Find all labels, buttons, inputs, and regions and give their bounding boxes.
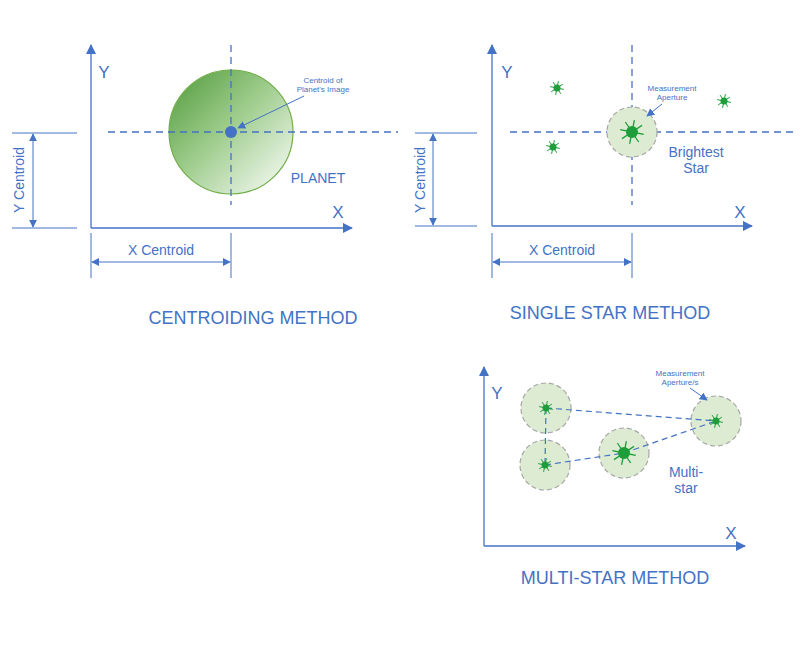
dimension-arrow <box>433 134 434 225</box>
star-core <box>626 126 638 138</box>
method-title: CENTROIDING METHOD <box>149 308 358 329</box>
axis-label: Y <box>98 63 109 83</box>
dimension-arrow <box>493 262 631 263</box>
y-axis <box>483 367 484 546</box>
star <box>709 414 723 428</box>
star <box>539 401 553 415</box>
planet-disc <box>169 70 293 194</box>
centroid-guide <box>108 131 398 132</box>
star-link <box>546 408 716 421</box>
star-core <box>543 405 550 412</box>
axis-label: X <box>332 203 343 223</box>
centroid-dot <box>225 126 237 138</box>
leader-line <box>238 96 304 128</box>
star <box>546 140 560 154</box>
object-label: Brightest Star <box>661 144 731 176</box>
callout-label: Measurement Aperture/s <box>649 369 711 387</box>
y-axis <box>90 45 91 228</box>
measurement-aperture <box>520 440 570 490</box>
star-link <box>545 408 546 465</box>
axis-label: X <box>734 203 745 223</box>
dimension-tick <box>632 233 633 278</box>
callout-label: Measurement Aperture <box>644 84 700 102</box>
object-label: PLANET <box>291 170 345 186</box>
dimension-tick <box>415 133 477 134</box>
x-axis <box>492 225 752 226</box>
leader-line <box>690 388 707 400</box>
measurement-aperture <box>691 396 741 446</box>
object-label: Multi-star <box>662 464 710 496</box>
measurement-aperture <box>599 428 649 478</box>
dimension-tick <box>12 133 77 134</box>
x-axis <box>91 227 352 228</box>
star-core <box>721 98 728 105</box>
y-axis <box>491 45 492 226</box>
dimension-arrow <box>33 134 34 227</box>
dimension-tick <box>415 226 477 227</box>
star <box>538 458 552 472</box>
dimension-tick <box>231 233 232 278</box>
star-core <box>554 85 561 92</box>
star-core <box>542 462 549 469</box>
dimension-tick <box>492 233 493 278</box>
dimension-label: Y Centroid <box>11 147 27 213</box>
star-core <box>618 447 630 459</box>
dimension-label: X Centroid <box>128 242 194 258</box>
star-link <box>624 421 716 453</box>
dimension-label: Y Centroid <box>412 147 428 213</box>
axis-label: Y <box>501 63 512 83</box>
star-core <box>713 418 720 425</box>
dimension-tick <box>91 233 92 278</box>
axis-label: Y <box>491 384 502 404</box>
star-link <box>545 453 624 465</box>
method-title: MULTI-STAR METHOD <box>521 568 709 589</box>
dimension-arrow <box>92 262 230 263</box>
dimension-label: X Centroid <box>529 242 595 258</box>
centroid-guide <box>230 45 231 205</box>
callout-label: Centroid of Planet's Image <box>292 76 354 94</box>
star-core <box>550 144 557 151</box>
axis-label: X <box>725 524 736 544</box>
dimension-tick <box>12 228 77 229</box>
star <box>550 81 564 95</box>
star <box>620 120 644 144</box>
star <box>717 94 731 108</box>
leader-line <box>647 104 662 116</box>
x-axis <box>484 545 745 546</box>
method-title: SINGLE STAR METHOD <box>510 303 711 324</box>
star <box>612 441 636 465</box>
measurement-aperture <box>521 383 571 433</box>
